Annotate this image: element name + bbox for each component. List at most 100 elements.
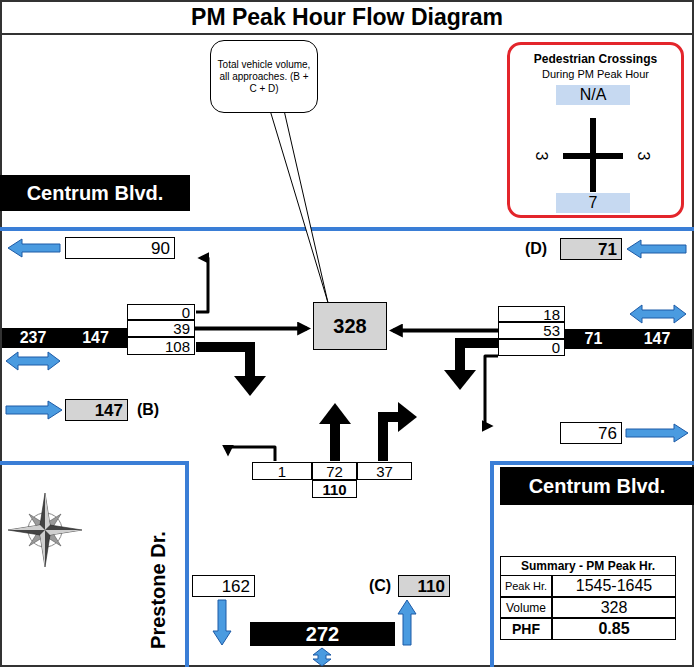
callout-pointer (270, 110, 328, 302)
movement-arrow (460, 343, 498, 372)
crossing-symbol (563, 153, 623, 159)
movement-arrow (196, 347, 250, 378)
node-text: 37 (376, 464, 393, 479)
compass-shade (8, 525, 45, 530)
callout-bubble: Total vehicle volume, all approaches. (B… (210, 40, 318, 113)
movement-arrow-head (319, 403, 351, 424)
node-text: 162 (222, 578, 250, 595)
crossing-count: 7 (556, 193, 630, 213)
street-band: Centrum Blvd. (500, 467, 694, 505)
node-text: 90 (151, 240, 170, 257)
movement-volume: 53 (498, 322, 565, 339)
node-text: 18 (543, 307, 560, 322)
node-text: 1545-1645 (576, 578, 653, 594)
leg-total: 272 (250, 622, 395, 646)
movement-arrow-head (234, 376, 266, 396)
node-text: 147 (82, 330, 109, 346)
node-text: PHF (512, 622, 540, 636)
node-text: 39 (173, 321, 190, 336)
compass-shade (45, 530, 82, 535)
leg-volume: 147 (64, 328, 127, 348)
node-text: 328 (333, 316, 366, 336)
table-cell: Peak Hr. (500, 575, 552, 597)
direction-arrow (6, 401, 62, 419)
flow-arrow (195, 327, 307, 331)
movement-volume: 39 (127, 320, 195, 337)
movement-volume: 0 (498, 339, 565, 356)
node-text: Centrum Blvd. (27, 182, 164, 204)
direction-arrow (398, 600, 416, 645)
crossing-count: 3 (635, 152, 651, 161)
two-way-arrow (6, 352, 60, 370)
table-cell: 1545-1645 (552, 575, 676, 597)
node-text: Pedestrian Crossings (534, 53, 657, 66)
leg-total: 147 (622, 329, 692, 349)
direction-arrow (213, 600, 231, 645)
approach-total: 110 (398, 575, 450, 597)
exit-volume: 90 (65, 237, 175, 259)
direction-arrow (627, 240, 686, 258)
table-cell: PHF (500, 618, 552, 640)
movement-arrow (330, 422, 340, 461)
node-text: Peak Hr. (505, 581, 547, 592)
turn-arrow (196, 258, 208, 312)
movement-arrow (383, 417, 400, 461)
movement-volume: 108 (127, 337, 195, 355)
two-way-arrow (313, 648, 331, 666)
node-text: N/A (580, 86, 607, 104)
total-volume: 328 (313, 302, 387, 350)
node-text: 53 (543, 323, 560, 338)
node-text: Total vehicle volume, all approaches. (B… (217, 59, 311, 95)
node-text: 71 (585, 331, 603, 347)
crossing-count: N/A (556, 85, 630, 105)
direction-arrow (626, 424, 688, 442)
movement-arrow-head (444, 370, 476, 390)
curb-line (0, 463, 187, 667)
node-text: 0 (182, 305, 190, 320)
turn-arrow (228, 447, 275, 461)
node-text: 147 (644, 331, 671, 347)
compass-shade (45, 493, 50, 530)
two-way-arrow (630, 305, 686, 323)
node-text: 328 (601, 600, 628, 616)
direction-arrow (8, 239, 60, 257)
movement-volume: 0 (127, 304, 195, 320)
node-text: Centrum Blvd. (529, 475, 666, 497)
node-text: 76 (598, 425, 617, 442)
crossing-count: 3 (533, 152, 549, 161)
approach-tag: (C) (369, 578, 391, 594)
approach-tag: (B) (137, 402, 159, 418)
street-name: Prestone Dr. (148, 531, 168, 649)
table-cell: Volume (500, 597, 552, 618)
node-subtext: During PM Peak Hour (542, 68, 649, 80)
leg-total: 237 (2, 328, 64, 348)
approach-sum: 110 (312, 480, 357, 498)
approach-total: 147 (65, 399, 128, 421)
node-text: 1 (278, 464, 286, 479)
street-band: Centrum Blvd. (0, 175, 190, 211)
compass-star (8, 493, 82, 567)
approach-tag: (D) (525, 241, 547, 257)
node-text: 147 (95, 402, 123, 419)
node-text: 110 (418, 578, 445, 595)
movement-volume: 72 (312, 462, 357, 480)
node-text: Volume (506, 602, 546, 614)
node-text: 108 (165, 339, 190, 354)
movement-volume: 37 (357, 462, 412, 480)
approach-total: 71 (560, 238, 622, 260)
node-text: 110 (322, 482, 346, 497)
exit-volume: 76 (560, 422, 622, 444)
movement-volume: 1 (252, 462, 312, 480)
node-text: 237 (20, 330, 47, 346)
title-bar: PM Peak Hour Flow Diagram (0, 0, 694, 34)
movement-arrow-head (398, 402, 417, 432)
exit-volume: 162 (192, 575, 255, 597)
compass-shade (40, 530, 45, 567)
title-rule (0, 33, 694, 35)
table-cell: 328 (552, 597, 676, 618)
leg-volume: 71 (565, 329, 622, 349)
node-text: 272 (306, 624, 339, 644)
summary-table: Summary - PM Peak Hr.Peak Hr.1545-1645Vo… (500, 556, 676, 640)
node-text: 71 (598, 241, 617, 258)
